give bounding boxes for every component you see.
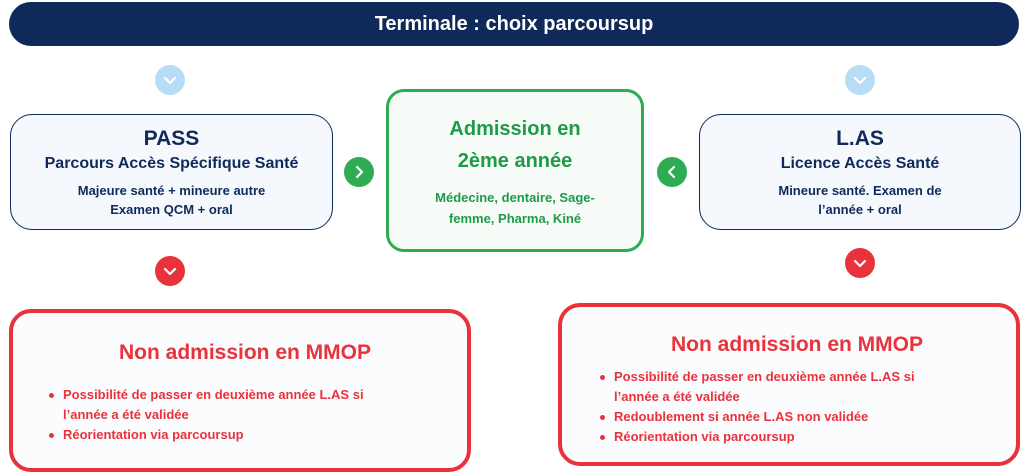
- list-item: Possibilité de passer en deuxième année …: [49, 385, 364, 405]
- pass-line-1: Majeure santé + mineure autre: [77, 182, 266, 198]
- admission-detail-line-1: Médecine, dentaire, Sage-: [435, 189, 595, 205]
- las-line-2: l’année + oral: [818, 201, 902, 217]
- right-non-admission-box: Non admission en MMOP Possibilité de pas…: [558, 303, 1020, 466]
- chevron-down-icon: [845, 65, 875, 95]
- list-item: Réorientation via parcoursup: [600, 427, 915, 447]
- pass-subtitle: Parcours Accès Spécifique Santé: [44, 154, 299, 172]
- left-non-admission-title: Non admission en MMOP: [118, 341, 372, 364]
- las-title: L.AS: [836, 126, 884, 150]
- admission-title-line-2: 2ème année: [457, 149, 573, 172]
- chevron-down-icon: [845, 248, 875, 278]
- header-title: Terminale : choix parcoursup: [374, 12, 654, 35]
- las-subtitle: Licence Accès Santé: [780, 154, 940, 172]
- admission-detail-line-2: femme, Pharma, Kiné: [448, 210, 582, 226]
- right-non-admission-title: Non admission en MMOP: [670, 333, 924, 356]
- pass-line-2: Examen QCM + oral: [110, 201, 233, 217]
- chevron-down-icon: [155, 65, 185, 95]
- las-box: L.AS Licence Accès Santé Mineure santé. …: [699, 114, 1021, 230]
- list-item: l’année a été validée: [614, 389, 740, 404]
- left-non-admission-list: Possibilité de passer en deuxième année …: [49, 385, 364, 445]
- left-non-admission-box: Non admission en MMOP Possibilité de pas…: [9, 309, 471, 472]
- pass-box: PASS Parcours Accès Spécifique Santé Maj…: [10, 114, 333, 230]
- chevron-down-icon: [155, 256, 185, 286]
- chevron-right-icon: [344, 157, 374, 187]
- header-banner: Terminale : choix parcoursup: [9, 2, 1019, 46]
- admission-title-line-1: Admission en: [449, 117, 581, 140]
- las-line-1: Mineure santé. Examen de: [778, 182, 942, 198]
- admission-box: Admission en 2ème année Médecine, dentai…: [386, 89, 644, 252]
- list-item: Redoublement si année L.AS non validée: [600, 407, 915, 427]
- list-item: Possibilité de passer en deuxième année …: [600, 367, 915, 387]
- list-item: l’année a été validée: [63, 407, 189, 422]
- pass-title: PASS: [143, 126, 200, 150]
- chevron-left-icon: [657, 157, 687, 187]
- right-non-admission-list: Possibilité de passer en deuxième année …: [600, 367, 915, 447]
- list-item: Réorientation via parcoursup: [49, 425, 364, 445]
